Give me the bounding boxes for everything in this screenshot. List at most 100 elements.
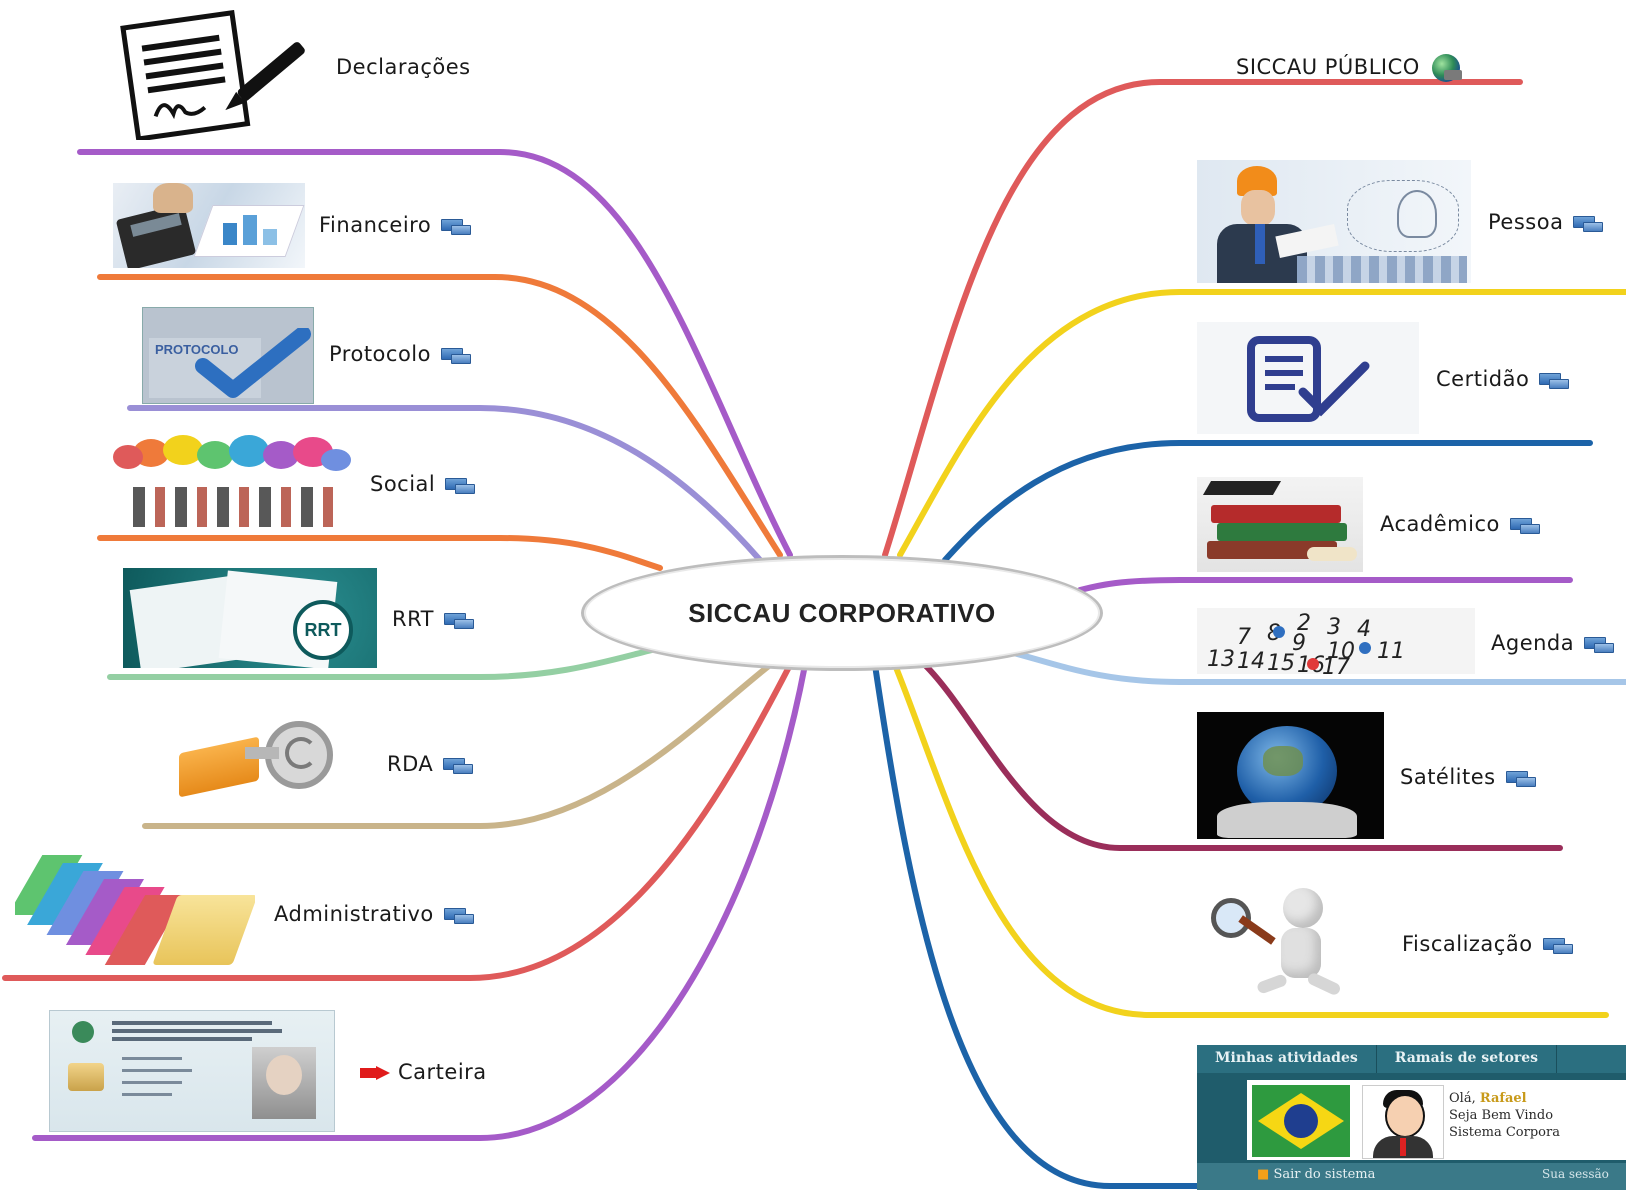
branch-financeiro[interactable]: Financeiro bbox=[319, 213, 472, 237]
financeiro-thumbnail bbox=[113, 183, 305, 268]
svg-text:9: 9 bbox=[1292, 631, 1306, 656]
branch-social[interactable]: Social bbox=[370, 472, 476, 496]
brazil-flag-icon bbox=[1252, 1085, 1350, 1157]
line-declaracoes bbox=[77, 149, 793, 558]
line-certidao bbox=[942, 440, 1593, 563]
branch-carteira[interactable]: Carteira bbox=[360, 1060, 487, 1084]
branch-carteira-label: Carteira bbox=[398, 1060, 487, 1084]
line-social bbox=[97, 535, 663, 571]
svg-text:11: 11 bbox=[1377, 639, 1405, 664]
portal-welcome-text: Olá, Rafael Seja Bem Vindo Sistema Corpo… bbox=[1449, 1090, 1560, 1141]
branch-fiscalizacao-label: Fiscalização bbox=[1402, 932, 1533, 956]
protocolo-stamp-text: PROTOCOLO bbox=[155, 342, 239, 357]
branch-protocolo[interactable]: Protocolo bbox=[329, 342, 471, 366]
branch-financeiro-label: Financeiro bbox=[319, 213, 432, 237]
branch-siccau-publico-label: SICCAU PÚBLICO bbox=[1236, 55, 1420, 79]
svg-text:15: 15 bbox=[1267, 651, 1295, 674]
computer-network-icon[interactable] bbox=[1539, 373, 1570, 389]
session-info: Sua sessão bbox=[1542, 1167, 1609, 1181]
certidao-thumbnail bbox=[1197, 322, 1419, 434]
rrt-seal-text: RRT bbox=[304, 619, 342, 640]
system-line: Sistema Corpora bbox=[1449, 1125, 1560, 1140]
line-rrt bbox=[107, 645, 663, 680]
line-carteira bbox=[32, 662, 808, 1141]
branch-agenda[interactable]: Agenda bbox=[1491, 631, 1615, 655]
branch-rrt[interactable]: RRT bbox=[392, 607, 474, 631]
line-pessoa bbox=[897, 289, 1626, 558]
branch-declaracoes[interactable]: Declarações bbox=[336, 55, 471, 79]
branch-siccau-publico[interactable]: SICCAU PÚBLICO bbox=[1236, 54, 1462, 82]
carteira-thumbnail bbox=[49, 1010, 335, 1132]
social-thumbnail bbox=[113, 435, 353, 533]
line-rda bbox=[142, 662, 773, 829]
branch-administrativo-label: Administrativo bbox=[274, 902, 434, 926]
svg-text:3: 3 bbox=[1327, 615, 1341, 640]
greeting: Olá, bbox=[1449, 1091, 1476, 1106]
branch-certidao[interactable]: Certidão bbox=[1436, 367, 1570, 391]
branch-agenda-label: Agenda bbox=[1491, 631, 1575, 655]
line-siccau-publico bbox=[882, 79, 1523, 558]
portal-tabs: Minhas atividades Ramais de setores bbox=[1197, 1045, 1626, 1073]
protocolo-thumbnail: PROTOCOLO bbox=[142, 307, 314, 404]
agenda-thumbnail: 234 7891011 1314151617 bbox=[1197, 608, 1475, 674]
branch-rda[interactable]: RDA bbox=[387, 752, 474, 776]
center-node[interactable]: SICCAU CORPORATIVO bbox=[581, 555, 1103, 671]
line-protocolo bbox=[127, 405, 763, 563]
line-agenda bbox=[1007, 649, 1626, 685]
branch-satelites[interactable]: Satélites bbox=[1400, 765, 1536, 789]
line-satelites bbox=[922, 662, 1563, 851]
svg-text:2: 2 bbox=[1297, 611, 1311, 636]
portal-footer bbox=[1197, 1163, 1626, 1190]
center-title: SICCAU CORPORATIVO bbox=[688, 597, 996, 628]
svg-text:17: 17 bbox=[1322, 655, 1350, 674]
administrativo-thumbnail bbox=[15, 855, 255, 970]
svg-text:10: 10 bbox=[1327, 639, 1355, 664]
branch-academico[interactable]: Acadêmico bbox=[1380, 512, 1540, 536]
branch-certidao-label: Certidão bbox=[1436, 367, 1530, 391]
svg-text:14: 14 bbox=[1237, 649, 1265, 674]
svg-text:4: 4 bbox=[1357, 617, 1371, 642]
satelites-thumbnail bbox=[1197, 712, 1384, 839]
computer-network-icon[interactable] bbox=[443, 613, 474, 629]
computer-network-icon[interactable] bbox=[443, 758, 474, 774]
tab-minhas-atividades[interactable]: Minhas atividades bbox=[1197, 1045, 1377, 1073]
pessoa-thumbnail bbox=[1197, 160, 1471, 283]
tab-ramais-setores[interactable]: Ramais de setores bbox=[1377, 1045, 1558, 1073]
red-arrow-icon bbox=[360, 1066, 390, 1080]
welcome-line: Seja Bem Vindo bbox=[1449, 1108, 1554, 1123]
computer-network-icon[interactable] bbox=[1573, 216, 1604, 232]
logout-link[interactable]: ■ Sair do sistema bbox=[1257, 1167, 1375, 1182]
logout-icon: ■ bbox=[1257, 1167, 1270, 1182]
branch-pessoa-label: Pessoa bbox=[1488, 210, 1564, 234]
branch-social-label: Social bbox=[370, 472, 436, 496]
computer-network-icon[interactable] bbox=[440, 348, 471, 364]
avatar bbox=[1362, 1085, 1444, 1159]
branch-protocolo-label: Protocolo bbox=[329, 342, 431, 366]
computer-network-icon[interactable] bbox=[443, 908, 474, 924]
line-administrativo bbox=[2, 662, 793, 981]
globe-icon[interactable] bbox=[1431, 54, 1462, 82]
computer-network-icon[interactable] bbox=[445, 478, 476, 494]
svg-text:7: 7 bbox=[1237, 625, 1251, 650]
logout-label: Sair do sistema bbox=[1273, 1167, 1376, 1182]
portal-preview: Minhas atividades Ramais de setores Olá,… bbox=[1197, 1045, 1626, 1190]
computer-network-icon[interactable] bbox=[1584, 637, 1615, 653]
branch-fiscalizacao[interactable]: Fiscalização bbox=[1402, 932, 1573, 956]
branch-satelites-label: Satélites bbox=[1400, 765, 1496, 789]
computer-network-icon[interactable] bbox=[1509, 518, 1540, 534]
fiscalizacao-thumbnail bbox=[1197, 882, 1387, 1007]
academico-thumbnail bbox=[1197, 477, 1363, 572]
branch-academico-label: Acadêmico bbox=[1380, 512, 1500, 536]
line-financeiro bbox=[97, 274, 783, 558]
branch-pessoa[interactable]: Pessoa bbox=[1488, 210, 1604, 234]
rrt-thumbnail: RRT bbox=[123, 568, 377, 668]
svg-text:13: 13 bbox=[1207, 647, 1235, 672]
branch-administrativo[interactable]: Administrativo bbox=[274, 902, 474, 926]
line-portal bbox=[872, 662, 1203, 1189]
computer-network-icon[interactable] bbox=[1542, 938, 1573, 954]
line-academico bbox=[1077, 577, 1573, 593]
computer-network-icon[interactable] bbox=[1505, 771, 1536, 787]
computer-network-icon[interactable] bbox=[441, 219, 472, 235]
rda-thumbnail bbox=[175, 715, 345, 800]
